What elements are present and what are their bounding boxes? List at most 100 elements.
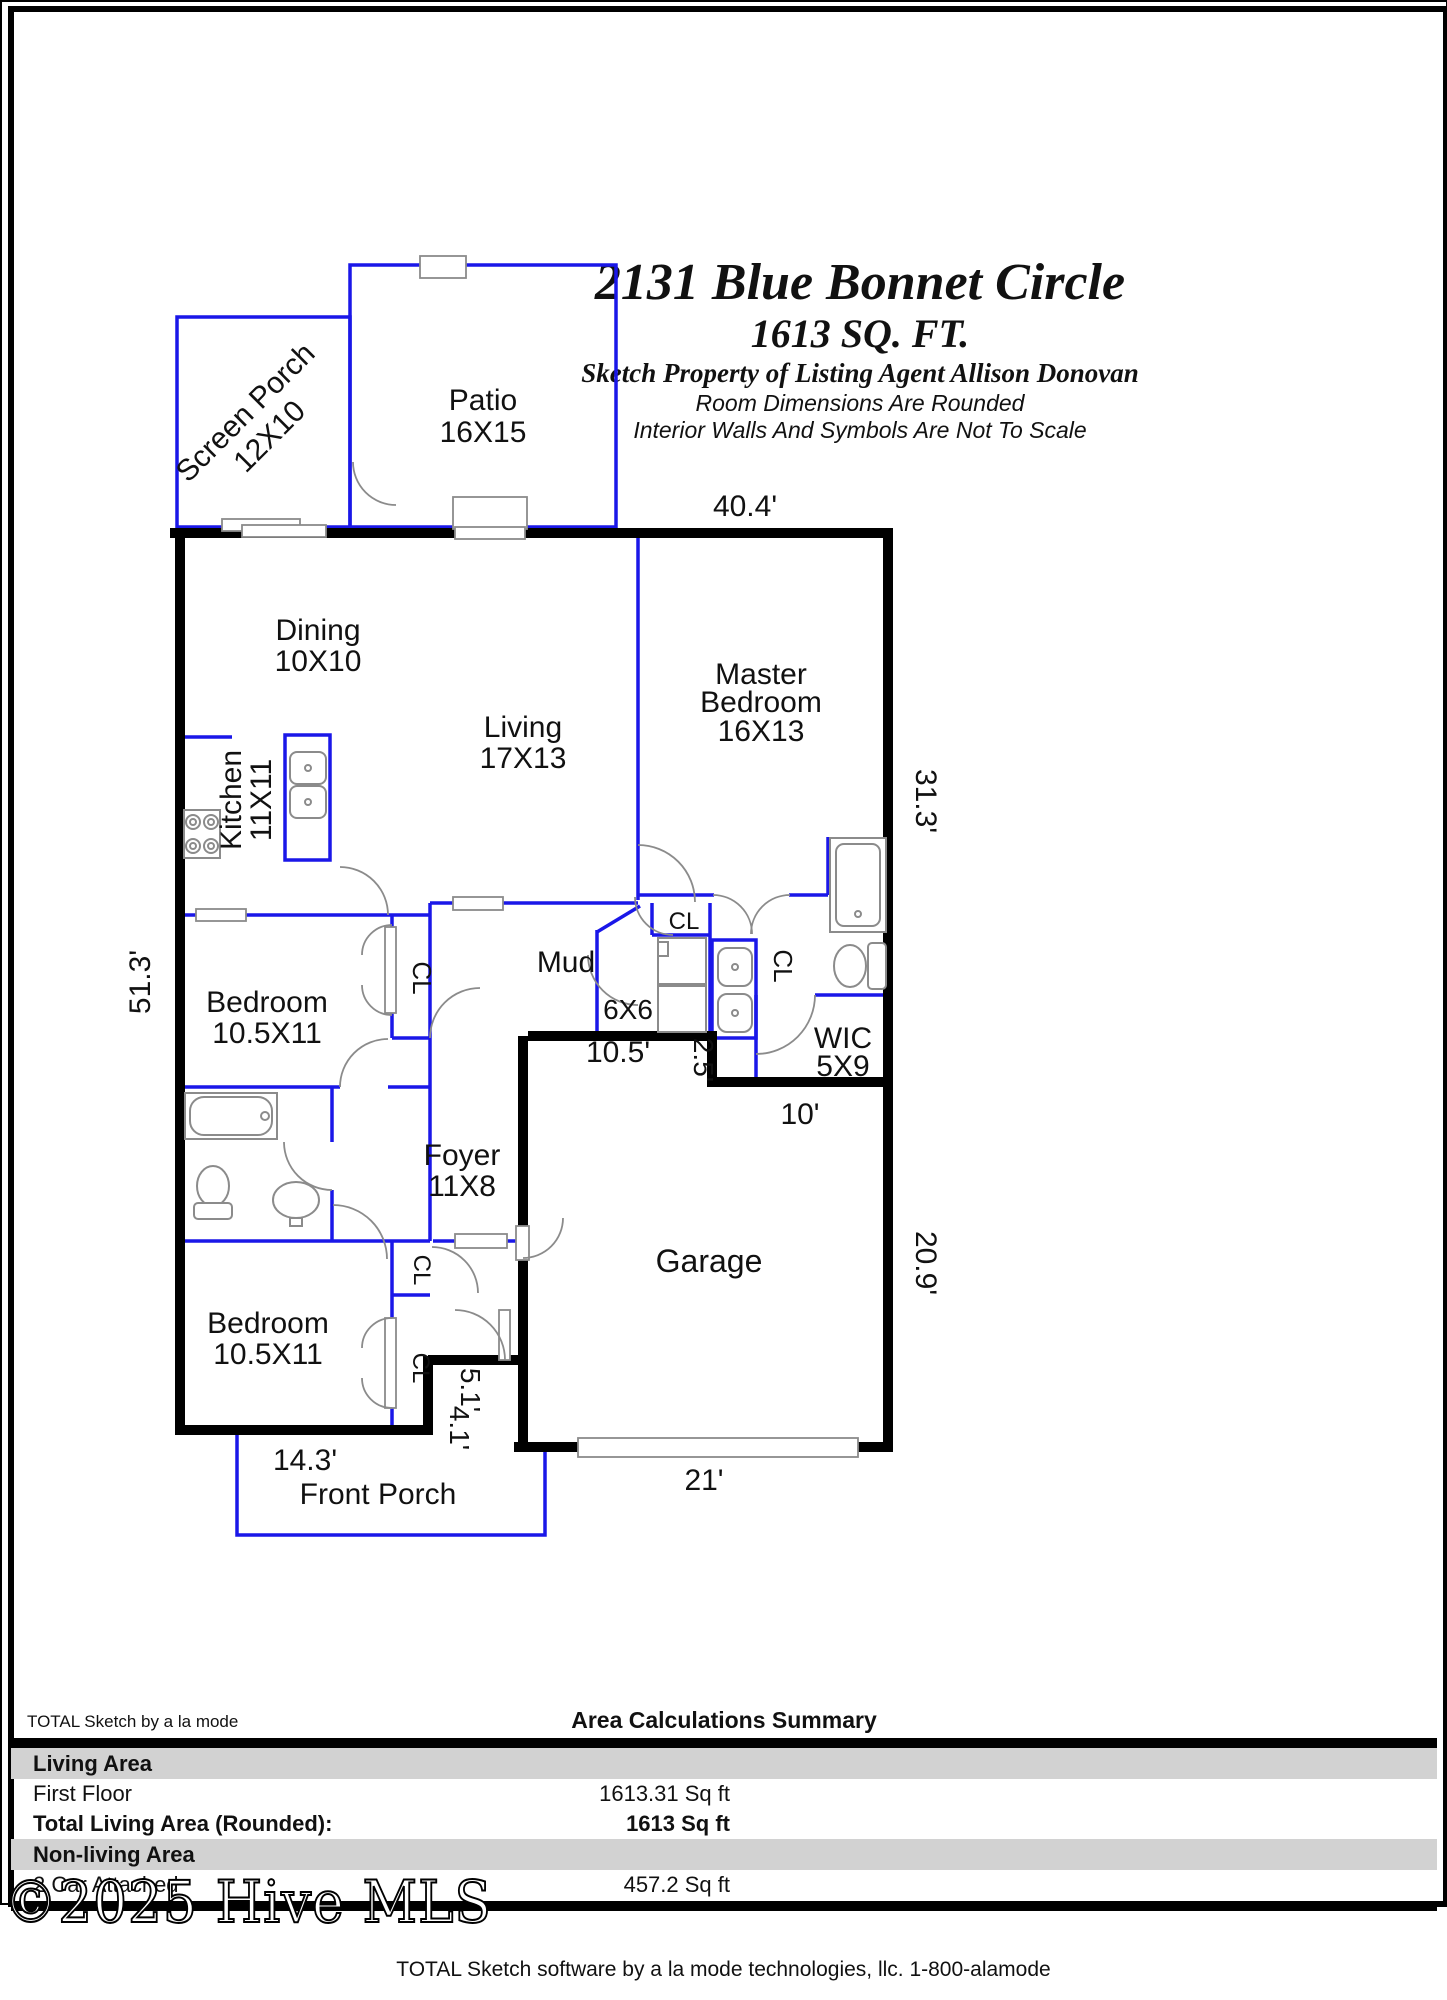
hall-closet-label: CL — [768, 949, 798, 982]
hall-door-arc — [339, 866, 389, 916]
toilet-2 — [833, 944, 867, 988]
living-dim: 17X13 — [480, 742, 567, 775]
windows-openings — [195, 255, 859, 1458]
software-credit: TOTAL Sketch software by a la mode techn… — [396, 1958, 1051, 1981]
mud-closet-label: CL — [669, 908, 700, 935]
master-door-arc — [637, 844, 696, 903]
screenporch-window-b — [241, 524, 327, 538]
front-porch-name: Front Porch — [300, 1478, 457, 1511]
bedroom1-closet-arc-a — [361, 924, 393, 956]
toilet-1 — [196, 1165, 230, 1207]
table-bottom-line — [11, 1902, 1437, 1911]
bedroom2-dim: 10.5X11 — [213, 1338, 323, 1371]
dim-wic-wall: 10' — [780, 1098, 819, 1131]
dim-garage-front: 21' — [684, 1464, 723, 1497]
plan-labels: Screen Porch 12X10 Patio 16X15 40.4' Din… — [124, 337, 942, 1511]
kitchen-dim: 11X11 — [245, 759, 278, 841]
screen-porch-label: Screen Porch 12X10 — [170, 337, 322, 489]
mud-name: Mud — [537, 946, 595, 979]
garage-name: Garage — [656, 1243, 763, 1279]
toilet-2-tank — [867, 942, 887, 990]
garage-area-row: 2 Car Attached 457.2 Sq ft — [11, 1870, 1437, 1900]
svg-text:2.5': 2.5' — [688, 1038, 719, 1082]
dim-entry-a: 5.1' — [455, 1368, 486, 1412]
front-porch-outline — [235, 1432, 547, 1537]
dim-porch-width: 14.3' — [273, 1444, 337, 1477]
bedroom1-closet-arc-b — [361, 984, 393, 1016]
garage-door — [577, 1437, 859, 1458]
wic-name: WIC — [814, 1022, 872, 1055]
nonliving-area-header: Non-living Area — [11, 1839, 1437, 1870]
coat-closet-label: CL — [408, 1255, 435, 1286]
svg-text:CL: CL — [407, 961, 437, 994]
patio-door-arc — [352, 461, 397, 506]
patio-grill — [419, 255, 467, 279]
bathtub — [184, 1092, 278, 1140]
first-floor-label: First Floor — [33, 1781, 132, 1806]
bedroom1-dim: 10.5X11 — [212, 1017, 322, 1050]
total-living-value: 1613 Sq ft — [626, 1811, 730, 1836]
kitchen-name: Kitchen — [215, 750, 248, 850]
kitchen-sink-a — [289, 751, 327, 785]
wic-door-arc — [755, 994, 816, 1055]
svg-text:CL: CL — [407, 1353, 434, 1384]
kitchen-island — [283, 733, 332, 862]
foyer-dim: 11X8 — [428, 1170, 496, 1203]
first-floor-value: 1613.31 Sq ft — [599, 1781, 730, 1806]
bedroom1-closet-label: CL — [407, 961, 437, 994]
dryer — [657, 985, 707, 1033]
master-sink-a — [717, 947, 753, 987]
summary-title: Area Calculations Summary — [571, 1707, 877, 1733]
dim-mud-wall: 10.5' — [586, 1036, 650, 1069]
bedroom2-closet-arc-b — [361, 1377, 393, 1409]
masterbath-double-door-a — [712, 894, 753, 935]
master-name-2: Bedroom — [700, 686, 822, 719]
foyer-closet-door — [454, 1233, 508, 1249]
bedroom1-door-arc — [339, 1038, 389, 1088]
bedroom1-wall-window — [195, 908, 247, 922]
living-name: Living — [484, 711, 562, 744]
bedroom1-name: Bedroom — [206, 986, 328, 1019]
property-address: 2131 Blue Bonnet Circle — [594, 254, 1126, 311]
dim-left-height: 51.3' — [124, 950, 157, 1014]
bedroom2-closet-arc-a — [361, 1317, 393, 1349]
washer — [657, 937, 707, 985]
sink-1 — [272, 1181, 320, 1219]
bedroom1-closet-doors — [384, 926, 397, 1014]
front-door-arc — [454, 1309, 506, 1361]
bath1-door-arc — [283, 1141, 333, 1191]
svg-text:4.1': 4.1' — [444, 1406, 475, 1450]
mud-closet-dim: 6X6 — [603, 994, 653, 1025]
patio-step — [452, 496, 528, 530]
master-sink-b — [717, 993, 753, 1033]
dining-dim: 10X10 — [275, 645, 362, 678]
dim-entry-b: 4.1' — [444, 1406, 475, 1450]
dim-jog: 2.5' — [688, 1038, 719, 1082]
svg-text:CL: CL — [408, 1255, 435, 1286]
summary-header: TOTAL Sketch by a la mode Area Calculati… — [11, 1692, 1437, 1738]
living-slider — [454, 526, 526, 540]
dim-garage-right: 20.9' — [909, 1231, 942, 1295]
mud-door-arc — [429, 987, 481, 1039]
patio-dim: 16X15 — [440, 416, 527, 449]
svg-text:5.1': 5.1' — [455, 1368, 486, 1412]
mud-closet-arc — [634, 896, 674, 936]
total-living-label: Total Living Area (Rounded): — [33, 1811, 333, 1836]
mud-diagonal — [596, 904, 641, 934]
masterbath-vanity — [710, 938, 758, 1040]
square-footage: 1613 SQ. FT. — [750, 311, 970, 356]
fixtures — [183, 751, 887, 1227]
garage-area-value: 457.2 Sq ft — [623, 1872, 730, 1897]
door-swings — [283, 461, 816, 1409]
master-name-1: Master — [715, 658, 807, 691]
living-area-header: Living Area — [11, 1748, 1437, 1779]
kitchen-sink-b — [289, 785, 327, 819]
dining-name: Dining — [275, 614, 360, 647]
summary-table: Living Area First Floor 1613.31 Sq ft To… — [11, 1738, 1437, 1911]
mud-opening — [452, 896, 504, 911]
mud-inner-door-arc — [587, 954, 639, 1006]
stove — [183, 809, 221, 859]
kitchen-label: Kitchen 11X11 — [215, 750, 278, 850]
sketch-brand: TOTAL Sketch by a la mode — [27, 1712, 239, 1731]
